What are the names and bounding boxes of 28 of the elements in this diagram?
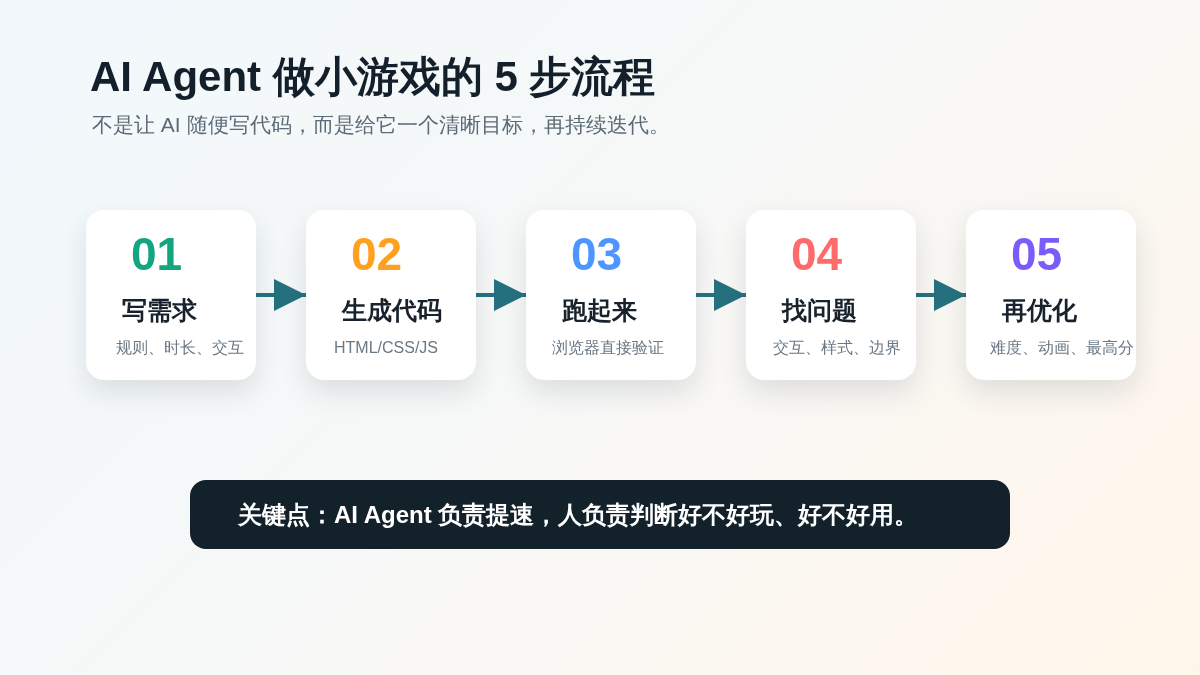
step-title: 写需求 xyxy=(122,295,197,325)
arrow xyxy=(476,279,526,311)
step-number: 03 xyxy=(571,231,623,277)
step-card xyxy=(306,210,476,380)
title: AI Agent 做小游戏的 5 步流程 xyxy=(90,52,656,102)
step-card xyxy=(966,210,1136,380)
step-description: 规则、时长、交互 xyxy=(116,338,244,358)
step-card xyxy=(86,210,256,380)
callout-bar xyxy=(190,480,1010,549)
step-card xyxy=(526,210,696,380)
step-title: 跑起来 xyxy=(562,295,637,325)
arrow xyxy=(916,279,966,311)
callout-text: 关键点：AI Agent 负责提速，人负责判断好不好玩、好不好用。 xyxy=(238,500,919,530)
step-card xyxy=(746,210,916,380)
step-number: 01 xyxy=(131,231,183,277)
step-title: 生成代码 xyxy=(342,295,442,325)
step-title: 找问题 xyxy=(782,295,857,325)
step-number: 04 xyxy=(791,231,843,277)
step-number: 05 xyxy=(1011,231,1063,277)
step-title: 再优化 xyxy=(1002,295,1077,325)
step-description: 浏览器直接验证 xyxy=(552,338,664,358)
subtitle: 不是让 AI 随便写代码，而是给它一个清晰目标，再持续迭代。 xyxy=(92,112,670,138)
step-description: 交互、样式、边界 xyxy=(773,338,901,358)
step-description: 难度、动画、最高分 xyxy=(990,338,1134,358)
step-description: HTML/CSS/JS xyxy=(334,338,438,358)
step-number: 02 xyxy=(351,231,403,277)
arrow xyxy=(696,279,746,311)
arrow xyxy=(256,279,306,311)
